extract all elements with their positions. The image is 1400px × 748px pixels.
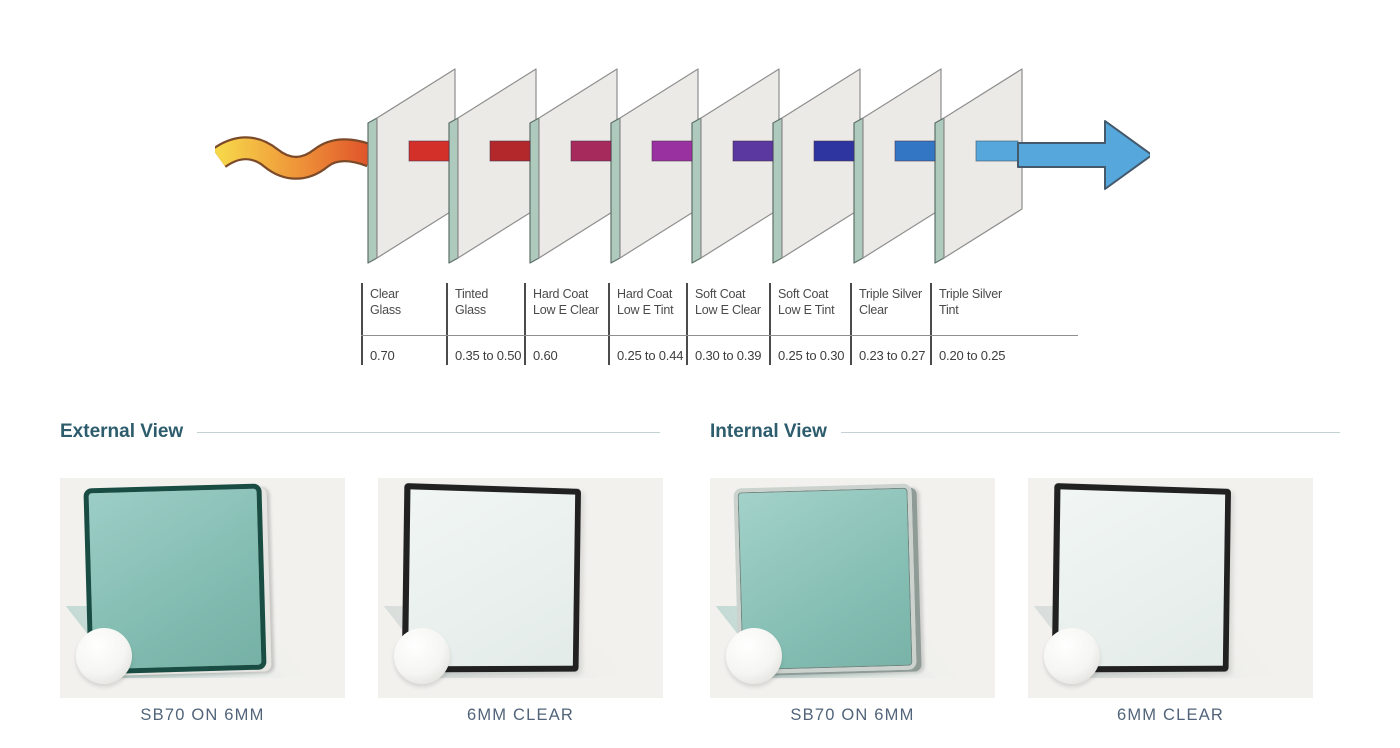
shgc-column: Clear Glass 0.70 bbox=[361, 283, 446, 365]
shgc-column: Triple Silver Clear 0.23 to 0.27 bbox=[850, 283, 930, 365]
shgc-value: 0.25 to 0.30 bbox=[778, 348, 845, 363]
ball-prop bbox=[1044, 628, 1100, 684]
shgc-column: Hard Coat Low E Clear 0.60 bbox=[524, 283, 608, 365]
heat-bar bbox=[975, 140, 1019, 162]
shgc-column: Soft Coat Low E Tint 0.25 to 0.30 bbox=[769, 283, 850, 365]
heading-rule bbox=[197, 431, 660, 433]
photo-internal-clear bbox=[1028, 478, 1313, 698]
shgc-column: Hard Coat Low E Tint 0.25 to 0.44 bbox=[608, 283, 686, 365]
glass-pane bbox=[853, 68, 942, 264]
shgc-column: Soft Coat Low E Clear 0.30 to 0.39 bbox=[686, 283, 769, 365]
glass-type-label: Tinted Glass bbox=[455, 287, 489, 317]
shgc-value: 0.30 to 0.39 bbox=[695, 348, 762, 363]
photo-caption: 6MM CLEAR bbox=[1116, 706, 1225, 724]
glass-pane bbox=[691, 68, 780, 264]
heat-bar bbox=[408, 140, 450, 162]
ball-prop bbox=[394, 628, 450, 684]
photo-caption: SB70 ON 6MM bbox=[790, 706, 915, 724]
glass-pane bbox=[934, 68, 1023, 264]
table-divider-line bbox=[361, 335, 1078, 336]
shgc-value: 0.70 bbox=[370, 348, 395, 363]
ball-prop bbox=[726, 628, 782, 684]
heading-rule bbox=[840, 431, 1340, 433]
glass-type-label: Clear Glass bbox=[370, 287, 401, 317]
photo-external-sb70 bbox=[60, 478, 345, 698]
glass-pane bbox=[610, 68, 699, 264]
shgc-column: Triple Silver Tint 0.20 to 0.25 bbox=[930, 283, 1078, 365]
heat-bar bbox=[894, 140, 936, 162]
photo-external-clear bbox=[378, 478, 663, 698]
shgc-value: 0.20 to 0.25 bbox=[939, 348, 1006, 363]
shgc-value: 0.25 to 0.44 bbox=[617, 348, 684, 363]
heat-bar bbox=[651, 140, 693, 162]
glass-type-label: Hard Coat Low E Tint bbox=[617, 287, 674, 317]
glass-type-label: Hard Coat Low E Clear bbox=[533, 287, 599, 317]
glass-pane bbox=[772, 68, 861, 264]
heat-bar bbox=[570, 140, 612, 162]
transmitted-heat-arrow bbox=[1017, 120, 1150, 190]
glass-pane bbox=[448, 68, 537, 264]
ball-prop bbox=[76, 628, 132, 684]
shgc-value: 0.23 to 0.27 bbox=[859, 348, 926, 363]
shgc-column: Tinted Glass 0.35 to 0.50 bbox=[446, 283, 524, 365]
shgc-table: Clear Glass 0.70 Tinted Glass 0.35 to 0.… bbox=[361, 283, 1078, 365]
photo-caption: 6MM CLEAR bbox=[466, 706, 575, 724]
photo-caption: SB70 ON 6MM bbox=[140, 706, 265, 724]
glass-type-label: Soft Coat Low E Tint bbox=[778, 287, 835, 317]
shgc-value: 0.60 bbox=[533, 348, 558, 363]
heat-bar bbox=[489, 140, 531, 162]
glass-pane bbox=[529, 68, 618, 264]
heat-wave-arrow bbox=[215, 136, 376, 180]
glass-type-label: Soft Coat Low E Clear bbox=[695, 287, 761, 317]
shgc-diagram bbox=[215, 68, 1150, 264]
glass-pane bbox=[367, 68, 456, 264]
glass-type-label: Triple Silver Clear bbox=[859, 287, 922, 317]
heat-bar bbox=[813, 140, 855, 162]
photo-internal-sb70 bbox=[710, 478, 995, 698]
glass-type-label: Triple Silver Tint bbox=[939, 287, 1002, 317]
section-title: External View bbox=[60, 421, 184, 442]
internal-view-heading: Internal View bbox=[710, 421, 1340, 443]
external-view-heading: External View bbox=[60, 421, 660, 443]
section-title: Internal View bbox=[710, 421, 827, 442]
heat-bar bbox=[732, 140, 774, 162]
shgc-value: 0.35 to 0.50 bbox=[455, 348, 522, 363]
